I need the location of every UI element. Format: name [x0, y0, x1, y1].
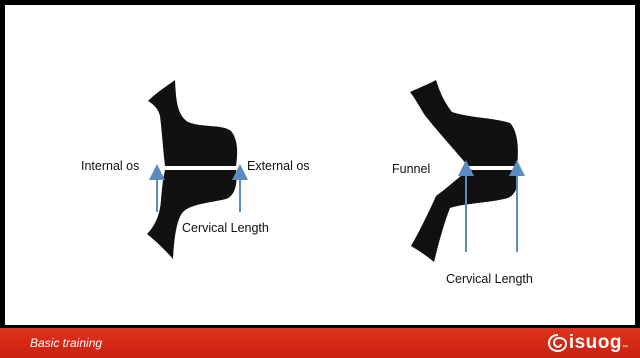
isuog-swirl-icon — [547, 333, 569, 353]
external-os-label: External os — [247, 159, 310, 173]
funnel-label: Funnel — [392, 162, 430, 176]
isuog-logo: isuog ™ — [547, 331, 628, 355]
logo-text: isuog — [569, 332, 622, 354]
internal-os-label: Internal os — [81, 159, 139, 173]
footer-bar: Basic training isuog ™ — [0, 328, 640, 358]
footer-text: Basic training — [30, 336, 102, 350]
logo-trademark: ™ — [622, 345, 628, 351]
left-cervical-length-label: Cervical Length — [182, 221, 269, 235]
right-cervical-length-label: Cervical Length — [446, 272, 533, 286]
